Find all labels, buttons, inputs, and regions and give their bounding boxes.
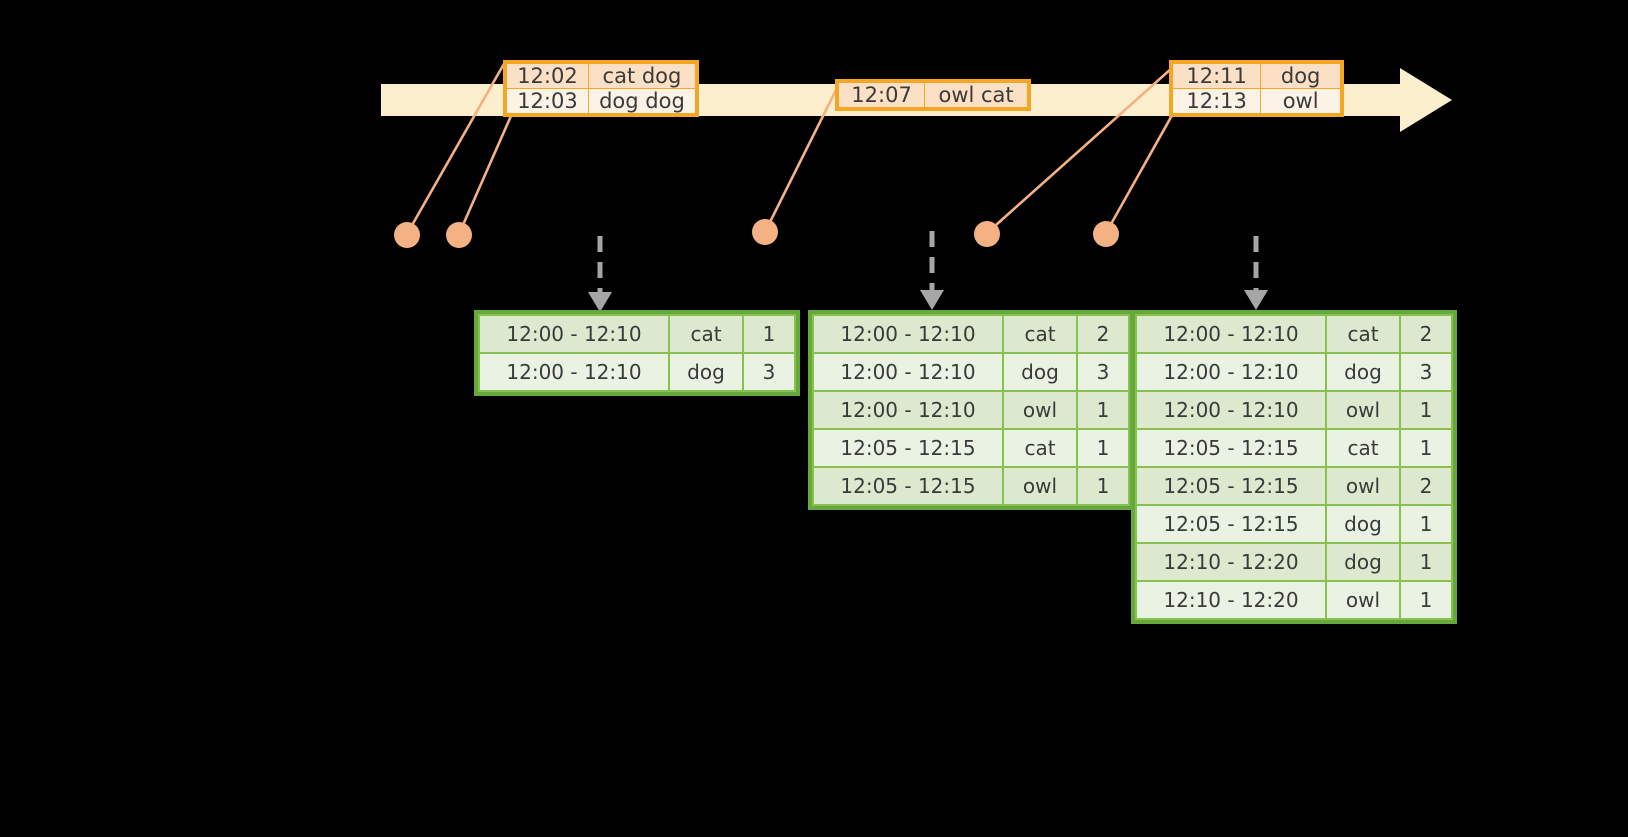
count-cell: 1 bbox=[1399, 428, 1453, 468]
count-cell: 1 bbox=[1076, 466, 1130, 506]
key-cell: dog bbox=[1325, 352, 1401, 392]
key-cell: cat bbox=[1002, 314, 1078, 354]
window-cell: 12:10 - 12:20 bbox=[1135, 542, 1327, 582]
event-group-1[interactable]: 12:02 cat dog 12:03 dog dog bbox=[503, 60, 699, 117]
key-cell: owl bbox=[1325, 466, 1401, 506]
window-cell: 12:05 - 12:15 bbox=[812, 428, 1004, 468]
count-cell: 1 bbox=[1076, 428, 1130, 468]
emit-arrows bbox=[597, 231, 1259, 292]
event-time: 12:13 bbox=[1171, 88, 1262, 114]
dot-2 bbox=[446, 222, 472, 248]
table-row: 12:00 - 12:10 dog 3 bbox=[1135, 352, 1453, 392]
dot-4 bbox=[974, 221, 1000, 247]
count-cell: 1 bbox=[1399, 542, 1453, 582]
table-row: 12:00 - 12:10 cat 2 bbox=[812, 314, 1130, 354]
event-row: 12:03 dog dog bbox=[506, 88, 697, 114]
dot-3 bbox=[752, 219, 778, 245]
event-time: 12:11 bbox=[1171, 63, 1262, 89]
event-time: 12:02 bbox=[506, 63, 589, 89]
count-cell: 1 bbox=[1399, 504, 1453, 544]
window-cell: 12:00 - 12:10 bbox=[1135, 390, 1327, 430]
table-row: 12:00 - 12:10 cat 2 bbox=[1135, 314, 1453, 354]
window-cell: 12:00 - 12:10 bbox=[812, 314, 1004, 354]
result-table-3[interactable]: 12:00 - 12:10 cat 2 12:00 - 12:10 dog 3 … bbox=[1131, 310, 1457, 624]
key-cell: dog bbox=[668, 352, 744, 392]
event-group-3[interactable]: 12:11 dog 12:13 owl bbox=[1169, 60, 1344, 117]
table-row: 12:05 - 12:15 owl 2 bbox=[1135, 466, 1453, 506]
event-row: 12:11 dog bbox=[1171, 63, 1341, 89]
window-cell: 12:10 - 12:20 bbox=[1135, 580, 1327, 620]
emit-arrow-head-1 bbox=[588, 292, 612, 312]
window-cell: 12:00 - 12:10 bbox=[478, 314, 670, 354]
result-table-1[interactable]: 12:00 - 12:10 cat 1 12:00 - 12:10 dog 3 bbox=[474, 310, 800, 396]
count-cell: 2 bbox=[1399, 314, 1453, 354]
window-cell: 12:00 - 12:10 bbox=[812, 352, 1004, 392]
window-cell: 12:05 - 12:15 bbox=[1135, 428, 1327, 468]
key-cell: cat bbox=[1325, 428, 1401, 468]
count-cell: 2 bbox=[1399, 466, 1453, 506]
connector-5 bbox=[1104, 109, 1177, 234]
window-cell: 12:00 - 12:10 bbox=[812, 390, 1004, 430]
table-row: 12:00 - 12:10 dog 3 bbox=[478, 352, 796, 392]
table-row: 12:05 - 12:15 cat 1 bbox=[812, 428, 1130, 468]
table-row: 12:05 - 12:15 cat 1 bbox=[1135, 428, 1453, 468]
key-cell: dog bbox=[1002, 352, 1078, 392]
event-row: 12:02 cat dog bbox=[506, 63, 697, 89]
table-row: 12:00 - 12:10 owl 1 bbox=[812, 390, 1130, 430]
emit-arrow-head-2 bbox=[920, 290, 944, 310]
key-cell: dog bbox=[1325, 542, 1401, 582]
count-cell: 2 bbox=[1076, 314, 1130, 354]
table-row: 12:10 - 12:20 owl 1 bbox=[1135, 580, 1453, 620]
event-time: 12:07 bbox=[837, 82, 926, 108]
key-cell: owl bbox=[1325, 390, 1401, 430]
table-row: 12:05 - 12:15 owl 1 bbox=[812, 466, 1130, 506]
window-cell: 12:00 - 12:10 bbox=[1135, 314, 1327, 354]
emit-arrow-heads bbox=[588, 290, 1268, 312]
result-table-2[interactable]: 12:00 - 12:10 cat 2 12:00 - 12:10 dog 3 … bbox=[808, 310, 1134, 510]
window-cell: 12:00 - 12:10 bbox=[1135, 352, 1327, 392]
connector-3 bbox=[763, 85, 840, 233]
event-payload: dog dog bbox=[587, 88, 697, 114]
connector-1 bbox=[405, 61, 507, 235]
key-cell: dog bbox=[1325, 504, 1401, 544]
connector-2 bbox=[457, 99, 520, 235]
dot-5 bbox=[1093, 221, 1119, 247]
window-cell: 12:05 - 12:15 bbox=[1135, 504, 1327, 544]
count-cell: 3 bbox=[742, 352, 796, 392]
count-cell: 1 bbox=[1399, 580, 1453, 620]
event-payload: dog bbox=[1260, 63, 1341, 89]
key-cell: cat bbox=[1325, 314, 1401, 354]
event-row: 12:07 owl cat bbox=[837, 82, 1028, 108]
emit-arrow-head-3 bbox=[1244, 290, 1268, 310]
key-cell: cat bbox=[1002, 428, 1078, 468]
window-cell: 12:00 - 12:10 bbox=[478, 352, 670, 392]
window-cell: 12:05 - 12:15 bbox=[1135, 466, 1327, 506]
window-cell: 12:05 - 12:15 bbox=[812, 466, 1004, 506]
count-cell: 1 bbox=[1399, 390, 1453, 430]
count-cell: 3 bbox=[1399, 352, 1453, 392]
event-payload: owl cat bbox=[924, 82, 1028, 108]
count-cell: 3 bbox=[1076, 352, 1130, 392]
key-cell: cat bbox=[668, 314, 744, 354]
key-cell: owl bbox=[1325, 580, 1401, 620]
event-group-2[interactable]: 12:07 owl cat bbox=[835, 79, 1031, 111]
table-row: 12:10 - 12:20 dog 1 bbox=[1135, 542, 1453, 582]
dot-1 bbox=[394, 222, 420, 248]
key-cell: owl bbox=[1002, 466, 1078, 506]
event-row: 12:13 owl bbox=[1171, 88, 1341, 114]
table-row: 12:00 - 12:10 cat 1 bbox=[478, 314, 796, 354]
event-payload: cat dog bbox=[587, 63, 697, 89]
table-row: 12:00 - 12:10 dog 3 bbox=[812, 352, 1130, 392]
processing-time-dots bbox=[394, 219, 1119, 248]
count-cell: 1 bbox=[1076, 390, 1130, 430]
key-cell: owl bbox=[1002, 390, 1078, 430]
table-row: 12:00 - 12:10 owl 1 bbox=[1135, 390, 1453, 430]
event-payload: owl bbox=[1260, 88, 1341, 114]
event-time: 12:03 bbox=[506, 88, 589, 114]
table-row: 12:05 - 12:15 dog 1 bbox=[1135, 504, 1453, 544]
count-cell: 1 bbox=[742, 314, 796, 354]
